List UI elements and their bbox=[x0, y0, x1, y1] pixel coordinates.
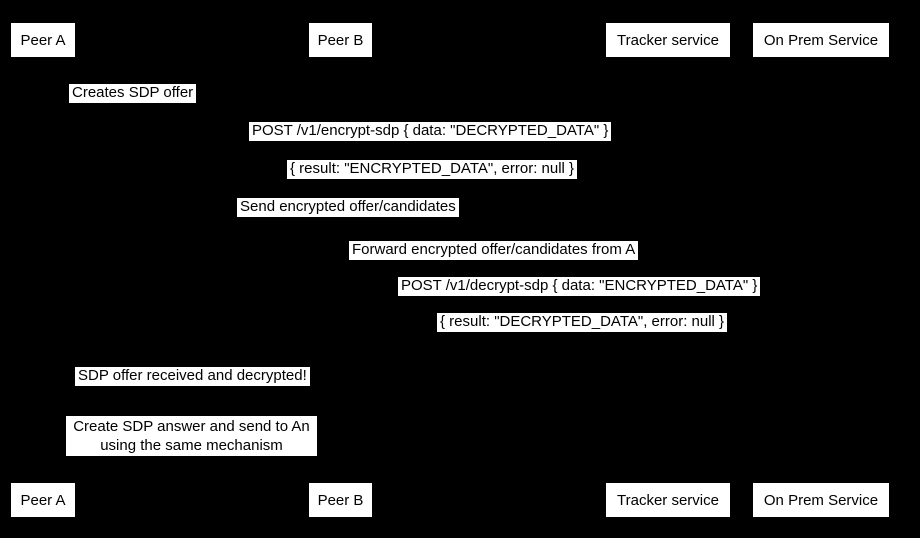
note-line-2: using the same mechanism bbox=[100, 437, 283, 454]
message-sdp-offer-received: SDP offer received and decrypted! bbox=[75, 367, 310, 386]
note-create-sdp-answer: Create SDP answer and send to An using t… bbox=[66, 416, 317, 456]
lifeline-peer-a bbox=[43, 58, 44, 482]
actor-peer-a-top: Peer A bbox=[10, 22, 76, 58]
actor-label: Tracker service bbox=[617, 31, 719, 49]
actor-peer-b-top: Peer B bbox=[308, 22, 373, 58]
actor-tracker-service-bottom: Tracker service bbox=[605, 482, 731, 518]
message-result-decrypted-data: { result: "DECRYPTED_DATA", error: null … bbox=[437, 313, 728, 332]
lifeline-tracker-service bbox=[668, 58, 669, 482]
message-result-encrypted-data: { result: "ENCRYPTED_DATA", error: null … bbox=[287, 160, 578, 179]
message-send-encrypted-offer: Send encrypted offer/candidates bbox=[237, 198, 459, 217]
actor-peer-b-bottom: Peer B bbox=[308, 482, 373, 518]
actor-peer-a-bottom: Peer A bbox=[10, 482, 76, 518]
message-post-decrypt-sdp: POST /v1/decrypt-sdp { data: "ENCRYPTED_… bbox=[398, 277, 761, 296]
actor-label: Peer A bbox=[20, 491, 66, 509]
lifeline-peer-b bbox=[340, 58, 341, 482]
actor-tracker-service-top: Tracker service bbox=[605, 22, 731, 58]
actor-label: On Prem Service bbox=[763, 491, 879, 509]
actor-on-prem-service-top: On Prem Service bbox=[752, 22, 890, 58]
actor-label: Peer B bbox=[317, 31, 364, 49]
actor-label: Peer A bbox=[20, 31, 66, 49]
actor-label: Peer B bbox=[317, 491, 364, 509]
actor-label: Tracker service bbox=[617, 491, 719, 509]
actor-label: On Prem Service bbox=[763, 31, 879, 49]
lifeline-on-prem-service bbox=[821, 58, 822, 482]
message-forward-encrypted-offer: Forward encrypted offer/candidates from … bbox=[349, 241, 639, 260]
note-line-1: Create SDP answer and send to An bbox=[73, 418, 310, 435]
message-post-encrypt-sdp: POST /v1/encrypt-sdp { data: "DECRYPTED_… bbox=[249, 122, 612, 141]
message-creates-sdp-offer: Creates SDP offer bbox=[69, 84, 197, 103]
actor-on-prem-service-bottom: On Prem Service bbox=[752, 482, 890, 518]
